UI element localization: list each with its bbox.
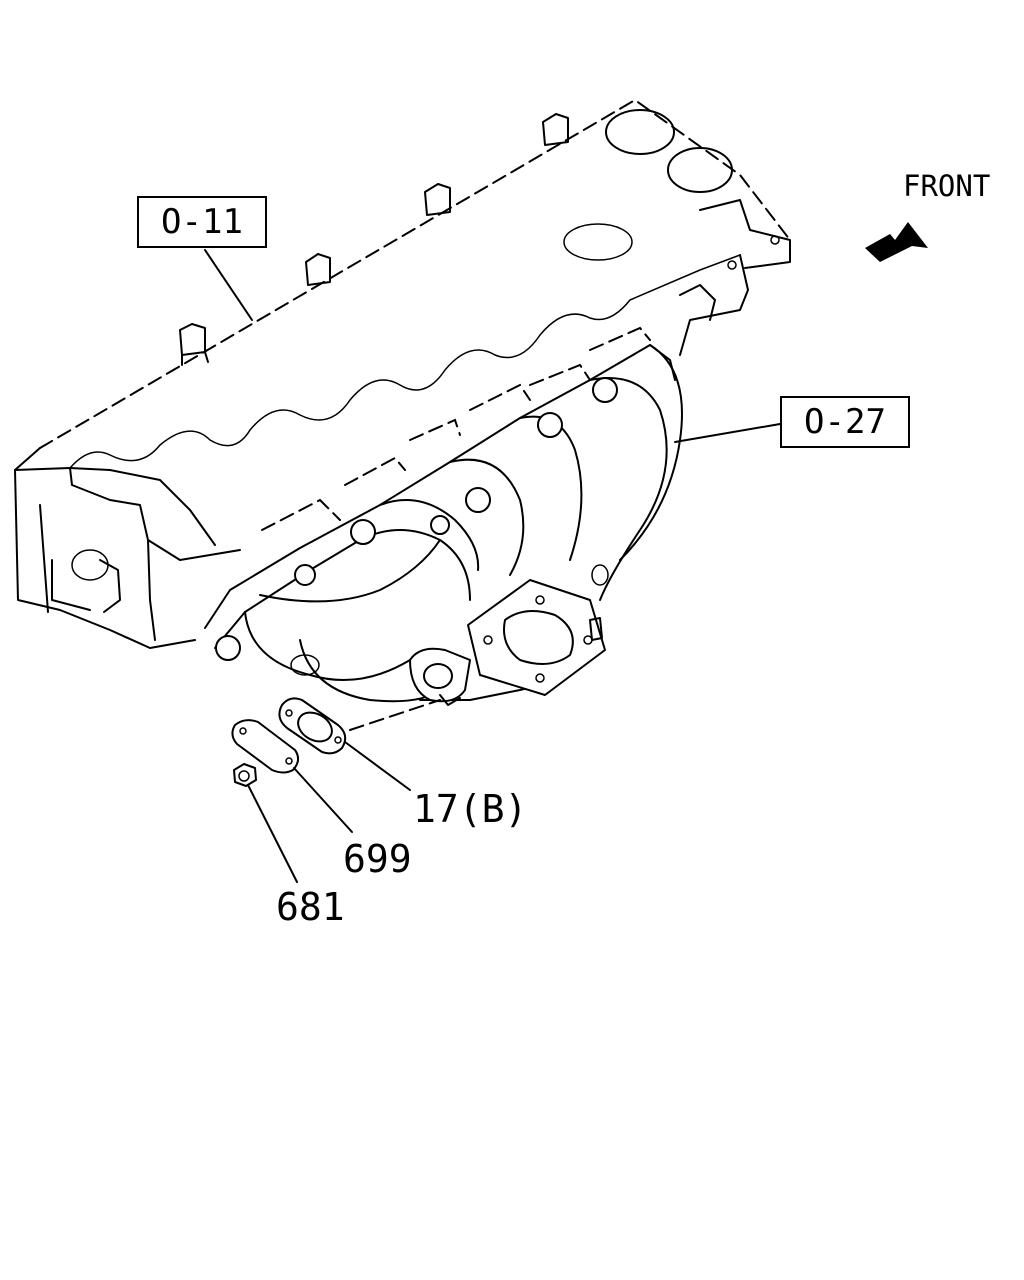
front-label: FRONT <box>903 169 991 203</box>
plate-699 <box>231 719 299 774</box>
ref-exhaust-manifold-label: O-27 <box>804 402 886 442</box>
nut-681 <box>233 763 257 787</box>
ref-exhaust-manifold-box[interactable]: O-27 <box>780 396 910 448</box>
callout-plate-699[interactable]: 699 <box>343 837 412 881</box>
exhaust-manifold <box>204 344 683 706</box>
ref-cylinder-head-box[interactable]: O-11 <box>137 196 267 248</box>
front-arrow-icon <box>865 222 928 262</box>
manifold-bolts <box>215 377 618 661</box>
leader-lines <box>204 249 781 883</box>
ref-cylinder-head-label: O-11 <box>161 202 243 242</box>
cylinder-head <box>14 98 791 649</box>
callout-gasket-17b[interactable]: 17(B) <box>413 787 528 831</box>
callout-nut-681[interactable]: 681 <box>276 885 345 929</box>
gasket-17b <box>278 697 347 755</box>
